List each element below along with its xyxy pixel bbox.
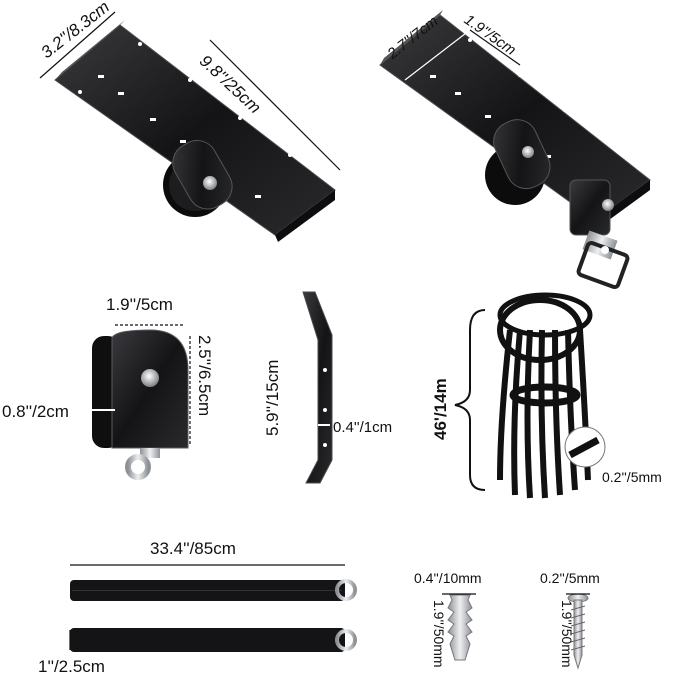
anchor-length-label: 1.9''/50mm [431, 600, 447, 668]
pulley-width-label: 1.9''/5cm [106, 295, 173, 314]
strap-length-label: 33.4''/85cm [150, 539, 236, 558]
pulley-icon [92, 329, 189, 480]
bar-length-label: 5.9''/15cm [263, 359, 282, 436]
anchor-diameter-label: 0.4''/10mm [414, 570, 482, 586]
pulley-height-label: 2.5''/6.5cm [195, 335, 214, 417]
ceiling-bracket-icon [54, 20, 336, 242]
wall-anchor-icon [447, 594, 473, 661]
strap-width-label: 1''/2.5cm [38, 657, 105, 676]
dimension-lines [39, 11, 590, 650]
bar-width-label: 0.4''/1cm [333, 419, 393, 436]
bracket-with-swivel-icon [379, 10, 651, 290]
screw-icon [567, 593, 589, 670]
flat-bar-icon [302, 291, 333, 484]
strap-icon [70, 579, 357, 652]
rope-length-label: 46'/14m [431, 378, 450, 440]
screw-length-label: 1.9''/50mm [559, 600, 575, 668]
screw-diameter-label: 0.2''/5mm [540, 570, 600, 586]
rope-diameter-label: 0.2''/5mm [602, 469, 662, 485]
pulley-wheel-label: 0.8''/2cm [2, 402, 69, 421]
rope-coil-icon [497, 292, 606, 499]
